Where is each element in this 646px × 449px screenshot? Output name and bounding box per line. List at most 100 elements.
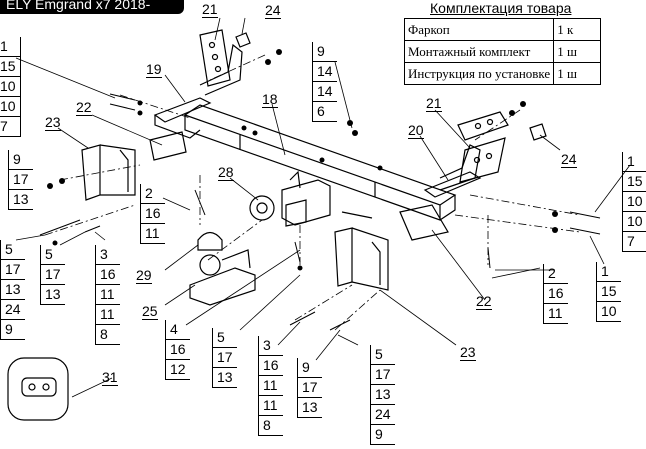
stack-value: 5 [212,328,237,348]
callout-21-right: 21 [426,95,442,112]
table-row: Инструкция по установке 1 ш [403,62,602,85]
stack-value: 16 [258,356,283,376]
kit-item: Фаркоп [403,18,555,41]
callout-stack-1-right: 1 15 10 [596,262,621,322]
stack-value: 14 [312,82,337,102]
kit-item: Монтажный комплект [403,40,555,63]
stack-value: 16 [165,340,190,360]
stack-value: 1 [596,262,621,282]
stack-value: 24 [370,405,395,425]
stack-value: 11 [258,376,283,396]
stack-value: 10 [0,77,21,97]
stack-value: 9 [312,42,337,62]
callout-20: 20 [408,122,424,139]
stack-value: 17 [297,378,322,398]
stack-value: 17 [40,265,65,285]
callout-stack-right-top: 1 15 10 10 7 [622,152,646,252]
kit-table: Фаркоп 1 к Монтажный комплект 1 ш Инстру… [403,18,602,85]
table-row: Фаркоп 1 к [403,18,602,41]
callout-stack-2-left: 2 16 11 [140,184,165,244]
stack-value: 17 [0,260,25,280]
stack-value: 9 [8,150,33,170]
shaft [341,211,373,219]
callout-29: 29 [136,267,152,284]
stack-value: 10 [622,192,646,212]
stack-value: 10 [0,97,21,117]
stack-value: 5 [40,245,65,265]
plate-24-right [529,123,547,141]
callout-28: 28 [218,164,234,181]
stack-value: 2 [543,264,568,284]
table-row: Монтажный комплект 1 ш [403,40,602,63]
crossbar-part-18 [183,104,457,221]
socket-plate-28 [249,195,275,221]
callout-19: 19 [146,61,162,78]
stack-value: 16 [140,204,165,224]
callout-stack-3-left: 3 16 11 11 8 [95,245,120,345]
stack-value: 12 [165,360,190,380]
stack-value: 9 [0,320,25,340]
header-title-tag: ELY Emgrand x7 2018- [0,0,184,14]
stack-value: 24 [0,300,25,320]
kit-item: Инструкция по установке [403,62,555,85]
callout-24-left: 24 [265,2,281,19]
callout-25: 25 [142,303,158,320]
callout-24-right: 24 [561,151,577,168]
stack-value: 13 [297,398,322,418]
callout-31: 31 [102,369,118,386]
callout-stack-9-center: 9 17 13 [297,358,322,418]
stack-value: 13 [0,280,25,300]
stack-value: 11 [95,305,120,325]
kit-table-title: Комплектация товара [430,0,572,16]
stack-value: 7 [622,232,646,252]
stack-value: 5 [370,345,395,365]
mounting-plate-21-right [457,111,509,183]
kit-qty: 1 ш [553,40,602,63]
stack-value: 9 [370,425,395,445]
callout-22-right: 22 [476,293,492,310]
stack-value: 1 [622,152,646,172]
stack-value: 4 [165,320,190,340]
stack-value: 8 [95,325,120,345]
callout-stack-3-center: 3 16 11 11 8 [258,336,283,436]
ball-cap-29 [197,231,223,251]
callout-stack-9-left: 9 17 13 [8,150,33,210]
stack-value: 13 [40,285,65,305]
kit-qty: 1 к [553,18,602,41]
leader-lines [15,17,631,398]
stack-value: 13 [8,190,33,210]
bracket-23-left [81,144,136,201]
kit-qty: 1 ш [553,62,602,85]
stack-value: 10 [596,302,621,322]
stack-value: 5 [0,240,25,260]
side-bracket-20 [423,144,482,198]
callout-23-left: 23 [45,114,61,131]
stack-value: 2 [140,184,165,204]
stack-value: 17 [8,170,33,190]
callout-21-left: 21 [202,1,218,18]
callout-18: 18 [262,91,278,108]
callout-stack-2-right: 2 16 11 [543,264,568,324]
stack-value: 15 [622,172,646,192]
stack-value: 15 [596,282,621,302]
callout-stack-5-left: 5 17 13 24 9 [0,240,25,340]
stack-value: 3 [95,245,120,265]
callout-stack-5-mid: 5 17 13 [40,245,65,305]
stack-value: 16 [543,284,568,304]
callout-stack-9-top: 9 14 14 6 [312,42,337,122]
plate-24-left [235,32,251,48]
stack-value: 13 [212,368,237,388]
header-title: ELY Emgrand x7 2018- [6,0,151,12]
callout-stack-5-center: 5 17 13 [212,328,237,388]
fasteners [39,93,601,331]
callout-22-left: 22 [76,99,92,116]
stack-value: 17 [370,365,395,385]
ball-mount-25 [189,249,256,306]
accessory-31 [7,357,69,421]
stack-value: 11 [95,285,120,305]
stack-value: 11 [258,396,283,416]
stack-value: 6 [312,102,337,122]
callout-23-right: 23 [460,344,476,361]
plate-22-right [399,204,449,241]
